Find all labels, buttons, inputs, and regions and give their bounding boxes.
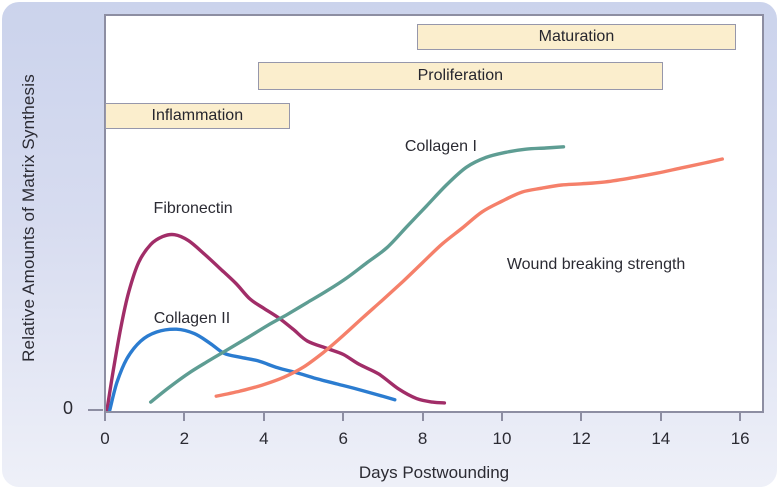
y-axis-zero-tick — [88, 409, 103, 411]
curves-svg — [106, 145, 724, 411]
phase-box-maturation: Maturation — [416, 24, 737, 50]
curve-wound-breaking-strength — [214, 157, 724, 398]
label-fibronectin: Fibronectin — [153, 200, 233, 218]
curve-collagen-i — [149, 145, 566, 404]
phase-box-inflammation: Inflammation — [105, 103, 290, 129]
curve-collagen-ii — [108, 327, 397, 411]
x-tick-label: 12 — [571, 429, 591, 448]
label-collagen-ii: Collagen II — [153, 309, 231, 327]
label-collagen-i: Collagen I — [404, 137, 477, 155]
x-tick — [342, 413, 345, 421]
x-tick-label: 14 — [651, 429, 671, 448]
x-axis-title: Days Postwounding — [358, 463, 510, 482]
x-tick — [501, 413, 503, 421]
figure-panel: Relative Amounts of Matrix Synthesis Mat… — [2, 2, 777, 487]
y-axis-zero-label: 0 — [62, 398, 73, 418]
y-axis-title: Relative Amounts of Matrix Synthesis — [19, 74, 38, 362]
x-tick — [659, 413, 662, 421]
x-tick — [421, 413, 424, 421]
x-tick-label: 0 — [100, 429, 110, 448]
x-tick-label: 8 — [417, 429, 428, 448]
phase-box-proliferation: Proliferation — [257, 62, 663, 90]
x-tick — [739, 413, 742, 421]
x-tick — [580, 413, 583, 421]
curve-fibronectin — [106, 232, 447, 411]
label-wound-breaking-strength: Wound breaking strength — [506, 256, 686, 273]
x-tick — [183, 413, 186, 421]
x-tick-label: 2 — [179, 429, 190, 448]
x-tick-label: 10 — [492, 429, 512, 448]
x-tick — [104, 413, 106, 421]
x-tick — [262, 413, 265, 421]
x-tick-label: 16 — [730, 429, 750, 448]
x-tick-label: 6 — [338, 429, 348, 448]
x-axis: 0 2 4 6 8 10 12 14 16 Days Postwounding — [100, 413, 762, 487]
x-tick-label: 4 — [259, 429, 269, 448]
